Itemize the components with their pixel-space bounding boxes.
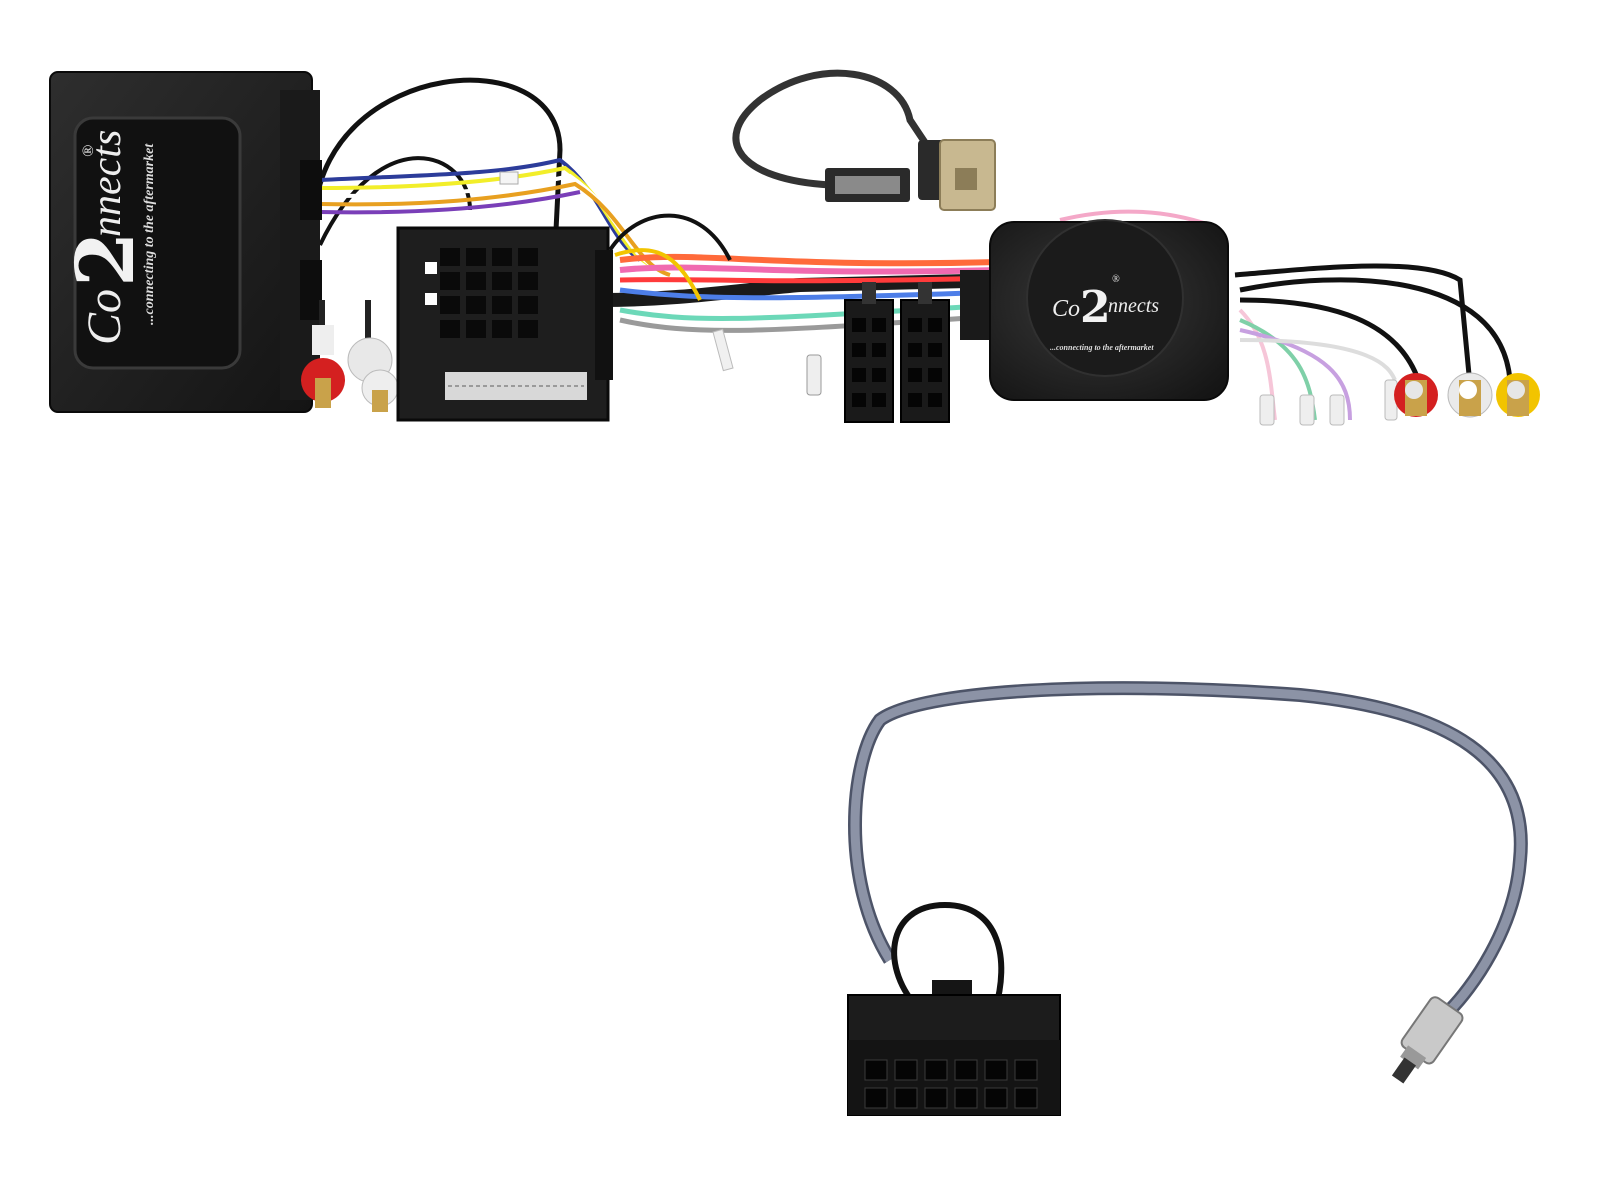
interface-box-registered-mark: ® [80, 145, 97, 157]
interface-box-brand-suffix: nnects [84, 130, 130, 237]
usb-fakra-lead [732, 69, 996, 211]
interface-box: Co 2 nnects ® ...connecting to the after… [49, 71, 322, 413]
interface-box-tagline: ...connecting to the aftermarket [142, 143, 157, 325]
control-module-tagline: ...connecting to the aftermarket [1050, 343, 1154, 352]
interface-box-brand-prefix: Co [78, 289, 131, 345]
rca-plugs-right [1259, 372, 1540, 426]
control-module-registered-mark: ® [1112, 274, 1120, 285]
rca-plugs-left [301, 300, 399, 412]
interface-box-brand-digit: 2 [58, 231, 152, 287]
iso-connectors [844, 282, 950, 423]
control-module-brand-digit: 2 [1080, 282, 1111, 333]
aerial-adapter-lead [847, 681, 1528, 1116]
control-module-brand-prefix: Co [1052, 296, 1080, 322]
quadlock-connector [396, 226, 613, 422]
control-module-brand-suffix: nnects [1108, 295, 1159, 317]
control-module: Co 2 nnects ® ...connecting to the after… [960, 219, 1229, 401]
